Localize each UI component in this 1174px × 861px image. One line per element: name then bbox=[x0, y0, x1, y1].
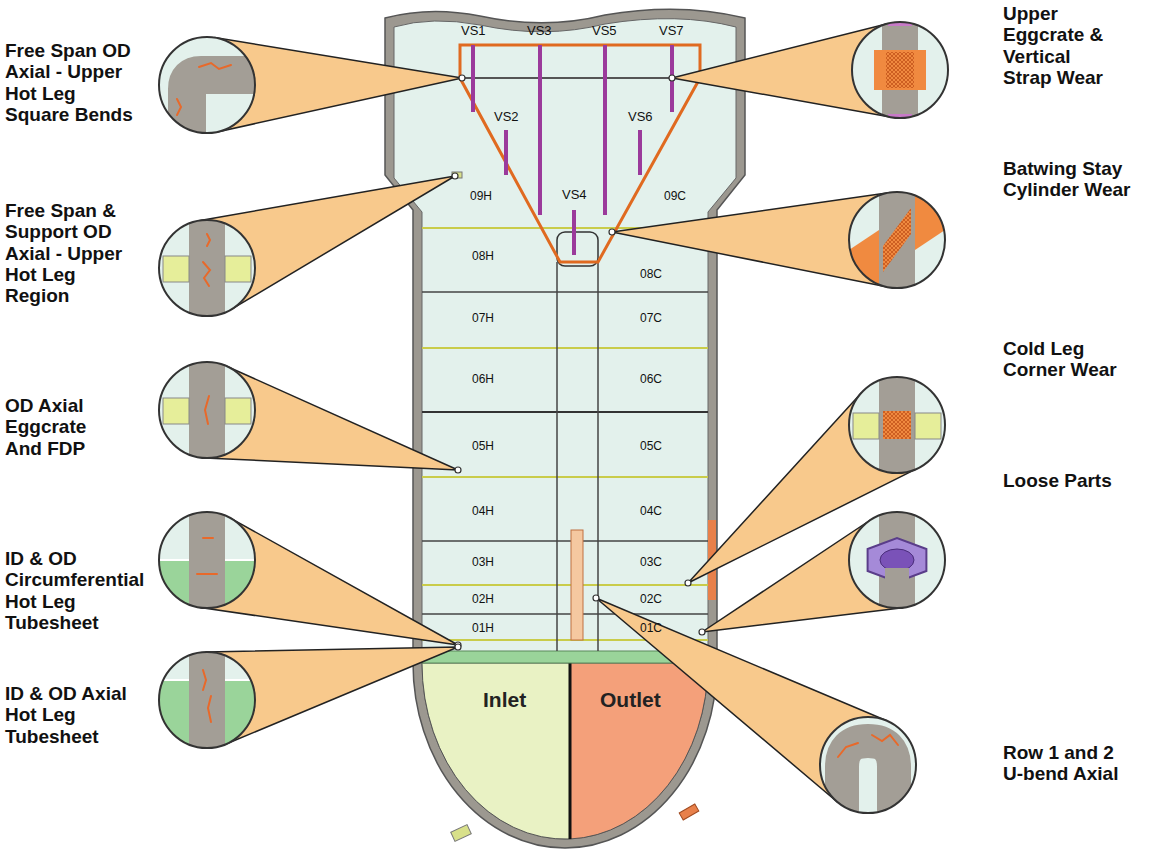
magnifier-ring bbox=[159, 220, 255, 316]
magnifier-ring bbox=[159, 652, 255, 748]
magnifier-ring bbox=[159, 512, 255, 608]
callout-label: Free Span OD Axial - Upper Hot Leg Squar… bbox=[5, 40, 140, 125]
callout-label: Batwing Stay Cylinder Wear bbox=[1003, 158, 1138, 201]
callout-label: ID & OD Axial Hot Leg Tubesheet bbox=[5, 683, 145, 747]
support-label: 07H bbox=[472, 312, 494, 325]
support-label: 02C bbox=[640, 593, 662, 606]
plenum-label: Outlet bbox=[600, 688, 661, 712]
support-label: 05C bbox=[640, 440, 662, 453]
divider-plate bbox=[569, 663, 572, 839]
outlet-plenum bbox=[570, 663, 708, 839]
magnifier-ring bbox=[159, 362, 255, 458]
strap-label: VS5 bbox=[592, 24, 617, 39]
magnifier-detail bbox=[159, 640, 255, 776]
support-label: 09H bbox=[470, 190, 492, 203]
magnifier-detail bbox=[849, 500, 945, 620]
vessel-interior bbox=[394, 19, 736, 839]
support-label: 01H bbox=[472, 622, 494, 635]
callout-magnifiers bbox=[159, 10, 948, 825]
callout-label: Row 1 and 2 U-bend Axial bbox=[1003, 742, 1128, 785]
inlet-plenum bbox=[422, 663, 570, 839]
strap-label: VS3 bbox=[527, 24, 552, 39]
outlet-nozzle bbox=[679, 804, 699, 820]
tube-lane bbox=[557, 232, 598, 651]
callout-label: Free Span & Support OD Axial - Upper Hot… bbox=[5, 200, 140, 306]
support-label: 06H bbox=[472, 373, 494, 386]
plenum-label: Inlet bbox=[483, 688, 526, 712]
support-label: 03H bbox=[472, 556, 494, 569]
support-plates bbox=[422, 228, 708, 640]
support-label: 07C bbox=[640, 312, 662, 325]
magnifier-detail bbox=[159, 500, 255, 656]
strap-label: VS4 bbox=[562, 188, 587, 203]
vertical-straps bbox=[473, 45, 672, 255]
magnifier-ring bbox=[849, 512, 945, 608]
magnifier-detail bbox=[820, 717, 916, 825]
plenum-region: Outlet bbox=[596, 686, 665, 714]
callout-label: ID & OD Circumferential Hot Leg Tubeshee… bbox=[5, 548, 155, 633]
strap-label: VS6 bbox=[628, 110, 653, 125]
callout-label: Cold Leg Corner Wear bbox=[1003, 338, 1133, 381]
callout-label: Upper Eggcrate & Vertical Strap Wear bbox=[1003, 3, 1118, 88]
inlet-nozzle bbox=[451, 825, 472, 842]
magnifier-detail bbox=[849, 180, 945, 300]
support-label: 02H bbox=[472, 593, 494, 606]
strap-label: VS7 bbox=[659, 24, 684, 39]
magnifier-detail bbox=[849, 365, 945, 485]
support-label: 04H bbox=[472, 505, 494, 518]
magnifier-detail bbox=[159, 350, 255, 470]
support-label: 08H bbox=[472, 250, 494, 263]
magnifier-detail bbox=[159, 37, 267, 145]
magnifier-cone bbox=[688, 393, 918, 583]
strap-label: VS1 bbox=[461, 24, 486, 39]
upper-eggcrate bbox=[460, 77, 700, 79]
support-label: 01C bbox=[640, 622, 662, 635]
support-label: 06C bbox=[640, 373, 662, 386]
strap-label: VS2 bbox=[494, 110, 519, 125]
callout-label: Loose Parts bbox=[1003, 470, 1133, 491]
support-tab bbox=[452, 172, 462, 178]
magnifier-ring bbox=[820, 717, 916, 813]
magnifier-ring bbox=[852, 22, 948, 118]
callout-label: OD Axial Eggcrate And FDP bbox=[5, 395, 105, 459]
magnifier-detail bbox=[852, 10, 948, 130]
magnifier-ring bbox=[159, 37, 255, 133]
magnifier-ring bbox=[849, 192, 945, 288]
support-label: 05H bbox=[472, 440, 494, 453]
plenum-region: Inlet bbox=[479, 686, 530, 714]
support-label: 04C bbox=[640, 505, 662, 518]
support-label: 08C bbox=[640, 268, 662, 281]
stay-bar bbox=[571, 530, 583, 640]
support-label: 09C bbox=[664, 190, 686, 203]
magnifier-detail bbox=[159, 208, 255, 328]
magnifier-ring bbox=[849, 377, 945, 473]
vessel-shell bbox=[385, 9, 745, 848]
support-label: 03C bbox=[640, 556, 662, 569]
